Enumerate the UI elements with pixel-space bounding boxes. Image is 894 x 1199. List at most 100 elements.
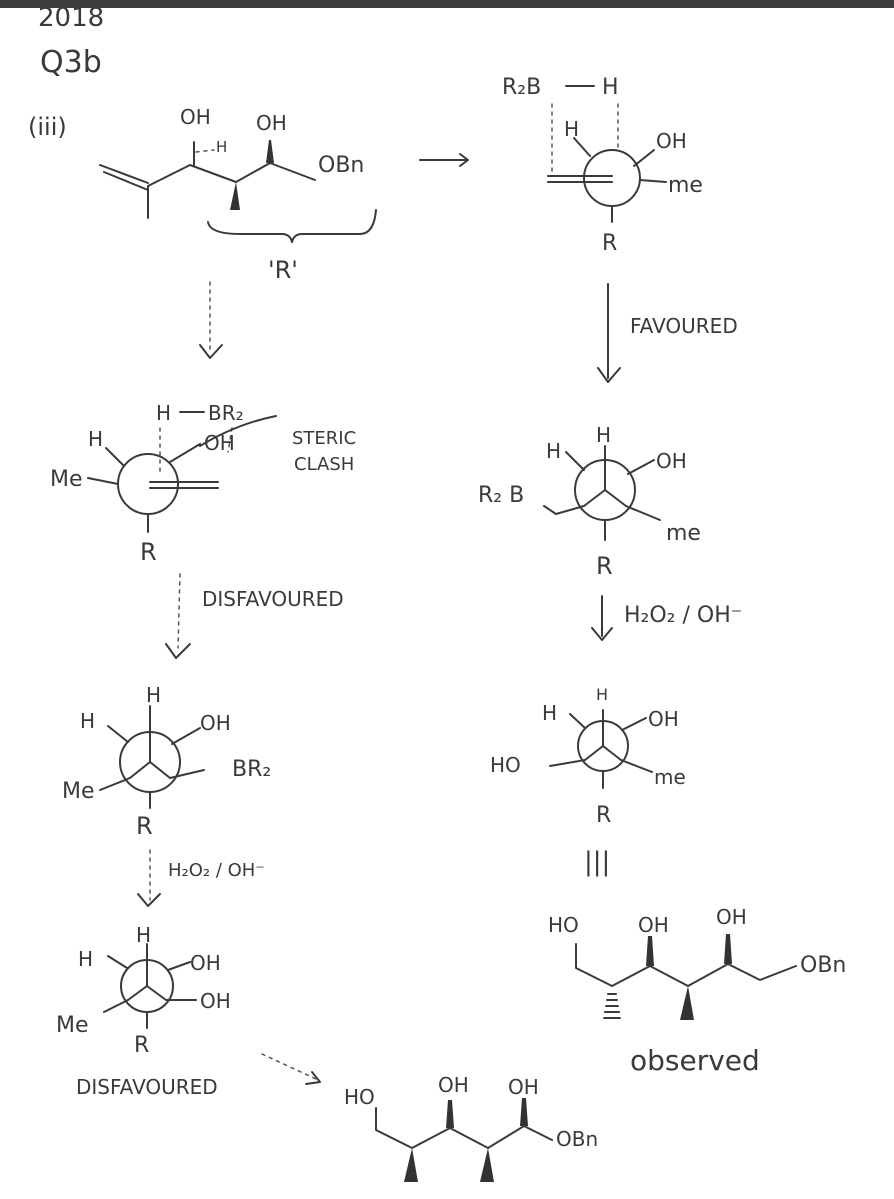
rn2-oh: OH — [656, 449, 687, 473]
lnn2-br2: BR₂ — [232, 757, 271, 782]
substrate-structure: OH H OH OBn 'R' — [99, 105, 377, 284]
rn3-h-left: H — [542, 701, 557, 725]
ln1-h-left: H — [88, 427, 103, 451]
lnn3-me: Me — [56, 1013, 89, 1038]
header-part: (iii) — [28, 113, 67, 141]
substrate-brace — [207, 209, 377, 243]
lnn2-h-left: H — [80, 709, 95, 733]
rn2-front-bonds — [583, 445, 627, 507]
favoured-label: FAVOURED — [630, 314, 738, 338]
top-right-newman: R₂B H H OH me R — [502, 75, 703, 256]
op-oh2: OH — [716, 905, 747, 929]
dp-ho: HO — [344, 1085, 375, 1109]
op-obn: OBn — [800, 953, 846, 978]
right-reagent: H₂O₂ / OH⁻ — [624, 603, 742, 628]
steric-clash-line2: CLASH — [294, 454, 354, 475]
dp-wedge-1 — [404, 1148, 418, 1182]
disfavoured-product: HO OH OH OBn — [344, 1073, 598, 1182]
rn2-r2b: R₂ B — [478, 483, 524, 508]
dp-oh1-wedge — [446, 1100, 454, 1128]
tr-substituent-bonds — [573, 137, 667, 223]
ln1-r: R — [140, 538, 157, 566]
rn3-r: R — [596, 803, 611, 828]
top-bar — [0, 0, 894, 8]
tr-newman-circle — [583, 149, 641, 207]
dp-oh2-wedge — [520, 1098, 528, 1126]
rn3-ho: HO — [490, 753, 521, 777]
ln1-h-top: H — [156, 401, 171, 425]
ln1-me: Me — [50, 467, 83, 492]
rn2-me: me — [666, 521, 701, 546]
substrate-r-label: 'R' — [268, 256, 298, 284]
ln1-newman-circle — [117, 453, 179, 515]
rn2-h-top: H — [596, 423, 611, 447]
op-ho: HO — [548, 913, 579, 937]
op-oh1-wedge — [646, 936, 654, 966]
substrate-me-wedge — [230, 182, 240, 210]
lnn3-h-left: H — [78, 947, 93, 971]
left-newman-1: H BR₂ H OH Me R STERIC CLASH — [50, 401, 356, 566]
rn3-equivalent: ||| — [584, 847, 610, 877]
header-year: 2018 — [38, 3, 104, 33]
ln1-oh: OH — [204, 431, 235, 455]
lnn2-h-top: H — [146, 683, 161, 707]
arrow-disfavoured — [177, 573, 181, 649]
op-hashed-bond — [603, 993, 621, 1019]
arrow-to-right-newman — [419, 153, 469, 167]
ln1-clash-arc — [199, 415, 277, 447]
arrowhead-to-disfavoured-product — [305, 1071, 321, 1085]
rn2-h-left: H — [546, 439, 561, 463]
tr-alkene — [547, 175, 613, 183]
op-skeleton — [575, 943, 797, 987]
dp-obn: OBn — [556, 1127, 598, 1151]
tr-h-left: H — [564, 117, 579, 141]
header-question: Q3b — [40, 45, 102, 80]
left-reagent: H₂O₂ / OH⁻ — [168, 860, 265, 881]
steric-clash-line1: STERIC — [292, 428, 356, 449]
substrate-oh1: OH — [180, 105, 211, 129]
dp-wedge-2 — [480, 1148, 494, 1182]
substrate-oh2: OH — [256, 111, 287, 135]
lnn3-disfavoured-label: DISFAVOURED — [76, 1075, 218, 1099]
ln1-substituent-bonds — [87, 443, 201, 533]
arrow-oxidation-right — [591, 595, 613, 641]
arrowhead-oxidation-left — [137, 893, 161, 907]
ln1-br2: BR₂ — [208, 401, 244, 425]
observed-label: observed — [630, 1044, 760, 1077]
op-oh1: OH — [638, 913, 669, 937]
tr-r2b: R₂B — [502, 75, 541, 100]
ln1-alkene — [149, 481, 219, 489]
rn2-r: R — [596, 552, 613, 580]
tr-r: R — [602, 231, 617, 256]
substrate-oh2-wedge — [266, 140, 274, 163]
lnn3-h-top: H — [136, 923, 151, 947]
rn3-oh: OH — [648, 707, 679, 731]
lnn2-front-bonds — [129, 705, 171, 779]
rn2-back-bonds — [543, 451, 661, 541]
rn3-h-top: H — [596, 685, 608, 704]
substrate-h-hash — [195, 149, 215, 153]
left-newman-3: H H OH OH Me R DISFAVOURED — [56, 923, 231, 1099]
lnn2-r: R — [136, 812, 153, 840]
substrate-skeleton — [99, 162, 316, 219]
substrate-h: H — [216, 138, 227, 156]
dp-oh2: OH — [508, 1075, 539, 1099]
lnn3-front-bonds — [127, 943, 167, 1001]
tr-oh: OH — [656, 129, 687, 153]
lnn2-back-bonds — [99, 725, 205, 809]
left-newman-2: H H OH BR₂ Me R — [62, 683, 271, 840]
arrowhead-down-left-1 — [199, 344, 223, 359]
lnn3-back-bonds — [103, 955, 197, 1029]
tr-me: me — [668, 173, 703, 198]
substrate-obn: OBn — [318, 153, 364, 178]
op-me-wedge — [680, 986, 694, 1020]
lnn2-me: Me — [62, 779, 95, 804]
arrowhead-disfavoured — [165, 643, 191, 659]
arrow-favoured — [597, 283, 621, 383]
lnn3-oh1: OH — [190, 951, 221, 975]
dp-oh1: OH — [438, 1073, 469, 1097]
lnn3-oh2: OH — [200, 989, 231, 1013]
lnn2-oh: OH — [200, 711, 231, 735]
rn3-back-bonds — [549, 713, 653, 789]
